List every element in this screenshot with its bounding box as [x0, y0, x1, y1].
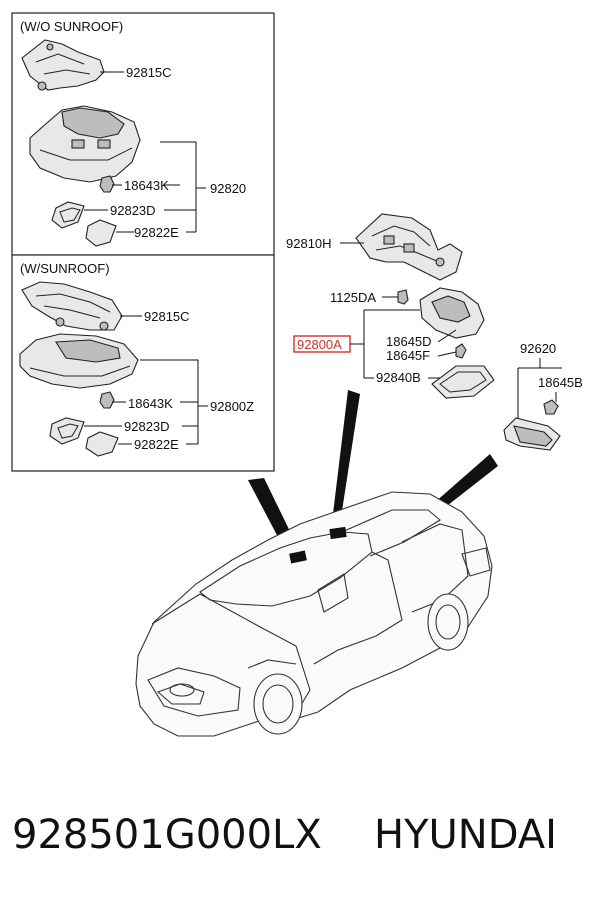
pointer-room-lamp	[332, 390, 360, 524]
label-92820: 92820	[210, 181, 246, 196]
trunk-lamp-group: 92620 18645B	[503, 341, 583, 451]
label-92840b: 92840B	[376, 370, 421, 385]
label-92822e-top: 92822E	[134, 225, 179, 240]
trunk-lamp-assembly	[503, 417, 561, 451]
label-92815c-sunroof: 92815C	[144, 309, 190, 324]
label-92800a[interactable]: 92800A	[297, 337, 342, 352]
room-lamp-group: 92810H 1125DA 92800A 18645D 18645F 92840…	[286, 213, 495, 399]
label-92823d-sunroof: 92823D	[124, 419, 170, 434]
label-92800z: 92800Z	[210, 399, 254, 414]
bulb-18643k-sunroof	[99, 391, 115, 409]
label-18645f: 18645F	[386, 348, 430, 363]
lens-92822e-sunroof	[85, 431, 119, 457]
bracket-92815c-sunroof-part	[21, 281, 123, 331]
label-18643k-top: 18643K	[124, 178, 169, 193]
label-92815c-top: 92815C	[126, 65, 172, 80]
room-lamp-assembly	[419, 287, 485, 339]
label-92822e-sunroof: 92822E	[134, 437, 179, 452]
label-92620: 92620	[520, 341, 556, 356]
bulb-18645b-part	[543, 399, 559, 415]
lens-92823d-top	[51, 201, 85, 229]
label-1125da: 1125DA	[330, 290, 376, 305]
label-92810h: 92810H	[286, 236, 332, 251]
bracket-92815c-part	[21, 39, 105, 91]
without-sunroof-title: (W/O SUNROOF)	[20, 19, 123, 34]
without-sunroof-box: (W/O SUNROOF) 92815C 18643K 92823D	[11, 12, 275, 256]
car-illustration	[135, 491, 493, 737]
pointer-trunk-lamp	[426, 454, 498, 516]
label-18645d: 18645D	[386, 334, 432, 349]
bulb-18643k-top	[99, 175, 115, 193]
lens-92840b-part	[431, 365, 495, 399]
bulb-18645f-part	[455, 343, 467, 359]
bracket-92810h-part	[355, 213, 463, 281]
lens-92822e-top	[85, 219, 117, 247]
with-sunroof-title: (W/SUNROOF)	[20, 261, 110, 276]
footer-part-number: 928501G000LX	[12, 812, 322, 858]
screw-1125da-part	[397, 289, 409, 305]
label-92823d-top: 92823D	[110, 203, 156, 218]
console-assembly-top	[29, 105, 141, 183]
with-sunroof-box: (W/SUNROOF) 92815C 18643K 92823D	[11, 254, 275, 472]
label-18643k-sunroof: 18643K	[128, 396, 173, 411]
console-assembly-sunroof	[19, 333, 139, 389]
lens-92823d-sunroof	[49, 417, 85, 445]
footer-brand: HYUNDAI	[374, 812, 557, 858]
label-18645b: 18645B	[538, 375, 583, 390]
